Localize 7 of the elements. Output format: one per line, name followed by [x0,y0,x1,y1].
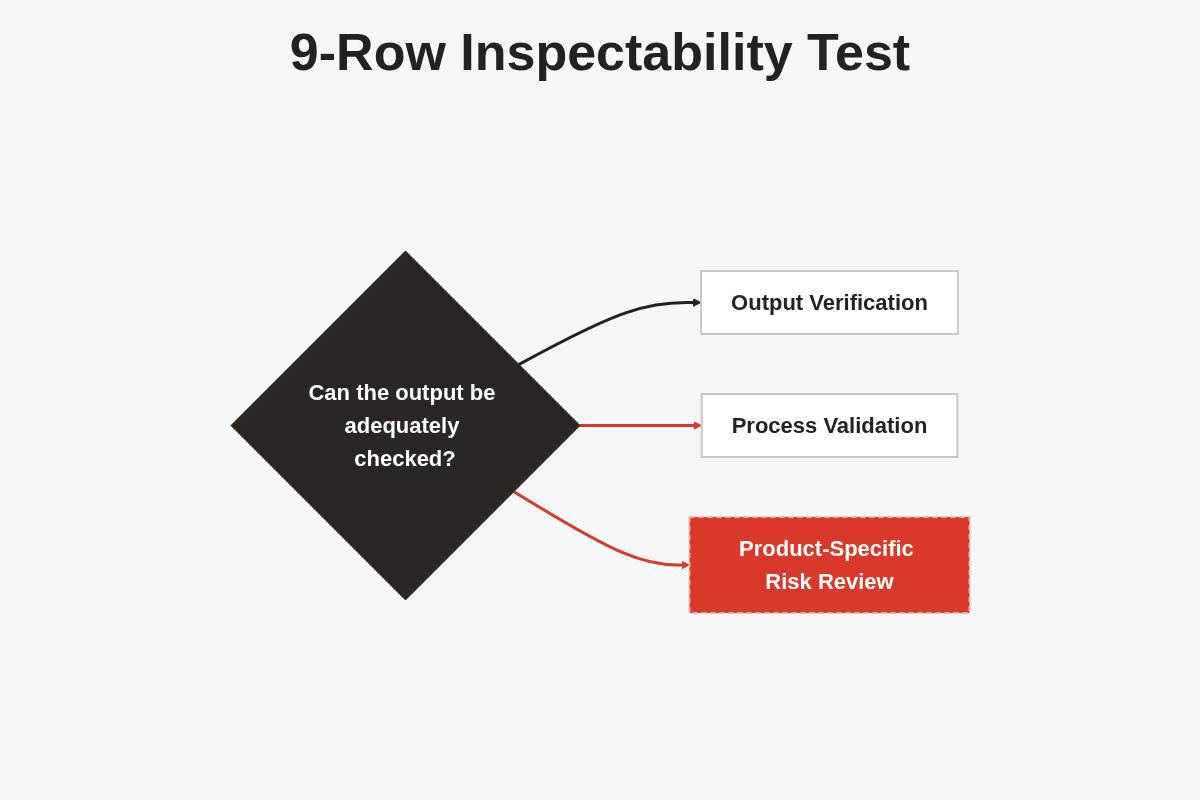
arrow [579,421,702,430]
node-box: Output Verification [699,270,959,335]
node-box: Process Validation [700,393,959,458]
node-box: Product-Specific Risk Review [688,516,971,614]
diagram-title: 9-Row Inspectability Test [288,22,912,82]
node-diamond: Can the output be adequately checked? [230,250,581,601]
arrow [512,490,690,570]
